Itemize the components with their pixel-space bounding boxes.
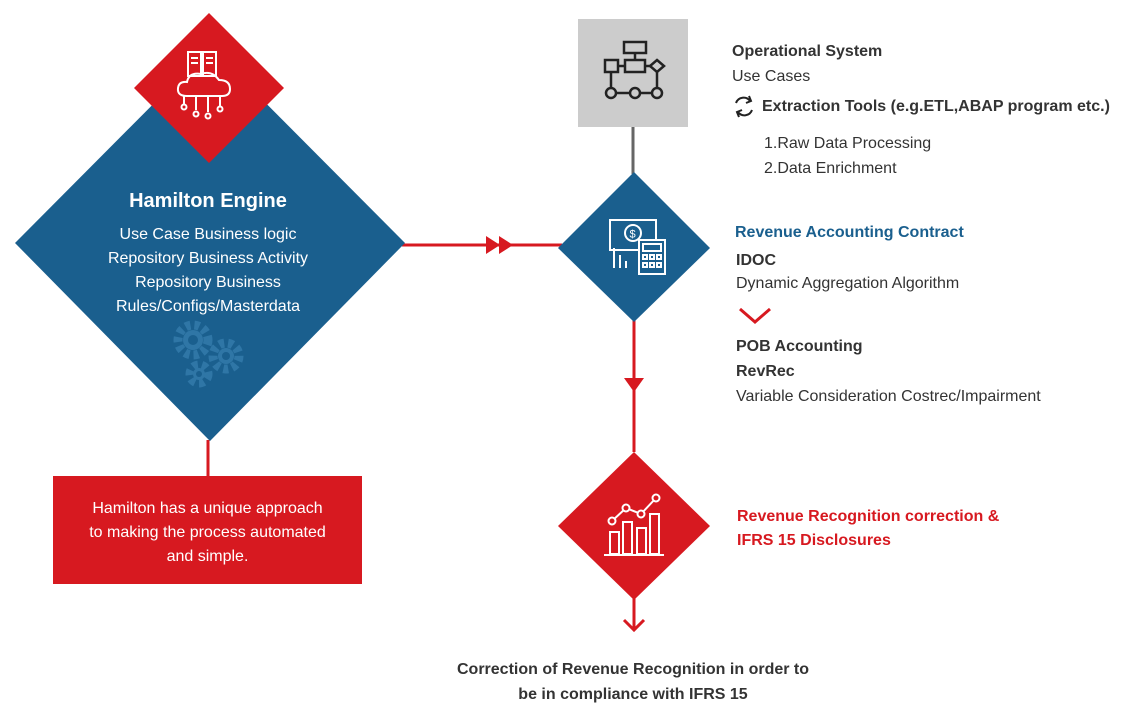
variable-consideration-label: Variable Consideration Costrec/Impairmen…: [736, 388, 1041, 405]
final-line: Correction of Revenue Recognition in ord…: [456, 661, 810, 678]
pob-label: POB Accounting: [736, 338, 863, 355]
engine-line: Repository Business Activity: [107, 250, 309, 267]
step-enrichment: 2.Data Enrichment: [764, 160, 897, 177]
final-outcome-text: Correction of Revenue Recognition in ord…: [430, 657, 836, 707]
arrowhead-icon: [499, 236, 513, 254]
step-raw-data: 1.Raw Data Processing: [764, 135, 932, 152]
engine-title: Hamilton Engine: [129, 190, 287, 212]
note-line: Hamilton has a unique approach: [92, 500, 323, 517]
operational-title: Operational System: [732, 43, 883, 60]
final-line: be in compliance with IFRS 15: [518, 686, 748, 703]
server-cloud-icon: [176, 51, 232, 120]
extraction-tools-label: Extraction Tools (e.g.ETL,ABAP program e…: [762, 98, 1110, 115]
engine-line: Rules/Configs/Masterdata: [115, 298, 301, 315]
engine-line: Use Case Business logic: [119, 226, 297, 243]
note-line: and simple.: [166, 548, 249, 565]
growth-chart-icon: [604, 493, 664, 556]
hamilton-note-box: Hamilton has a unique approach to making…: [53, 476, 362, 584]
hamilton-engine-diamond: [15, 47, 405, 441]
engine-line: Repository Business: [135, 274, 281, 291]
correction-title-line: Revenue Recognition correction &: [737, 508, 1000, 525]
note-line: to making the process automated: [89, 524, 326, 541]
algorithm-label: Dynamic Aggregation Algorithm: [736, 275, 960, 292]
use-cases-label: Use Cases: [732, 68, 811, 85]
flowchart-icon: [603, 40, 666, 100]
revenue-contract-diamond: [558, 172, 710, 322]
arrowhead-icon: [486, 236, 500, 254]
contract-title: Revenue Accounting Contract: [735, 224, 964, 241]
chevron-down-icon: [739, 307, 771, 324]
revrec-label: RevRec: [736, 363, 795, 380]
gears-icon: [173, 320, 244, 388]
engine-top-diamond: [134, 13, 284, 163]
idoc-label: IDOC: [736, 252, 776, 269]
refresh-icon: [735, 95, 753, 118]
svg-text:$: $: [630, 229, 636, 241]
revenue-correction-diamond: [558, 452, 710, 600]
correction-title-line: IFRS 15 Disclosures: [737, 532, 891, 549]
hamilton-engine-text: Hamilton Engine Use Case Business logic …: [60, 190, 356, 319]
arrowhead-icon: [624, 378, 644, 392]
money-calculator-icon: $: [609, 219, 666, 275]
arrowhead-icon: [622, 618, 646, 633]
